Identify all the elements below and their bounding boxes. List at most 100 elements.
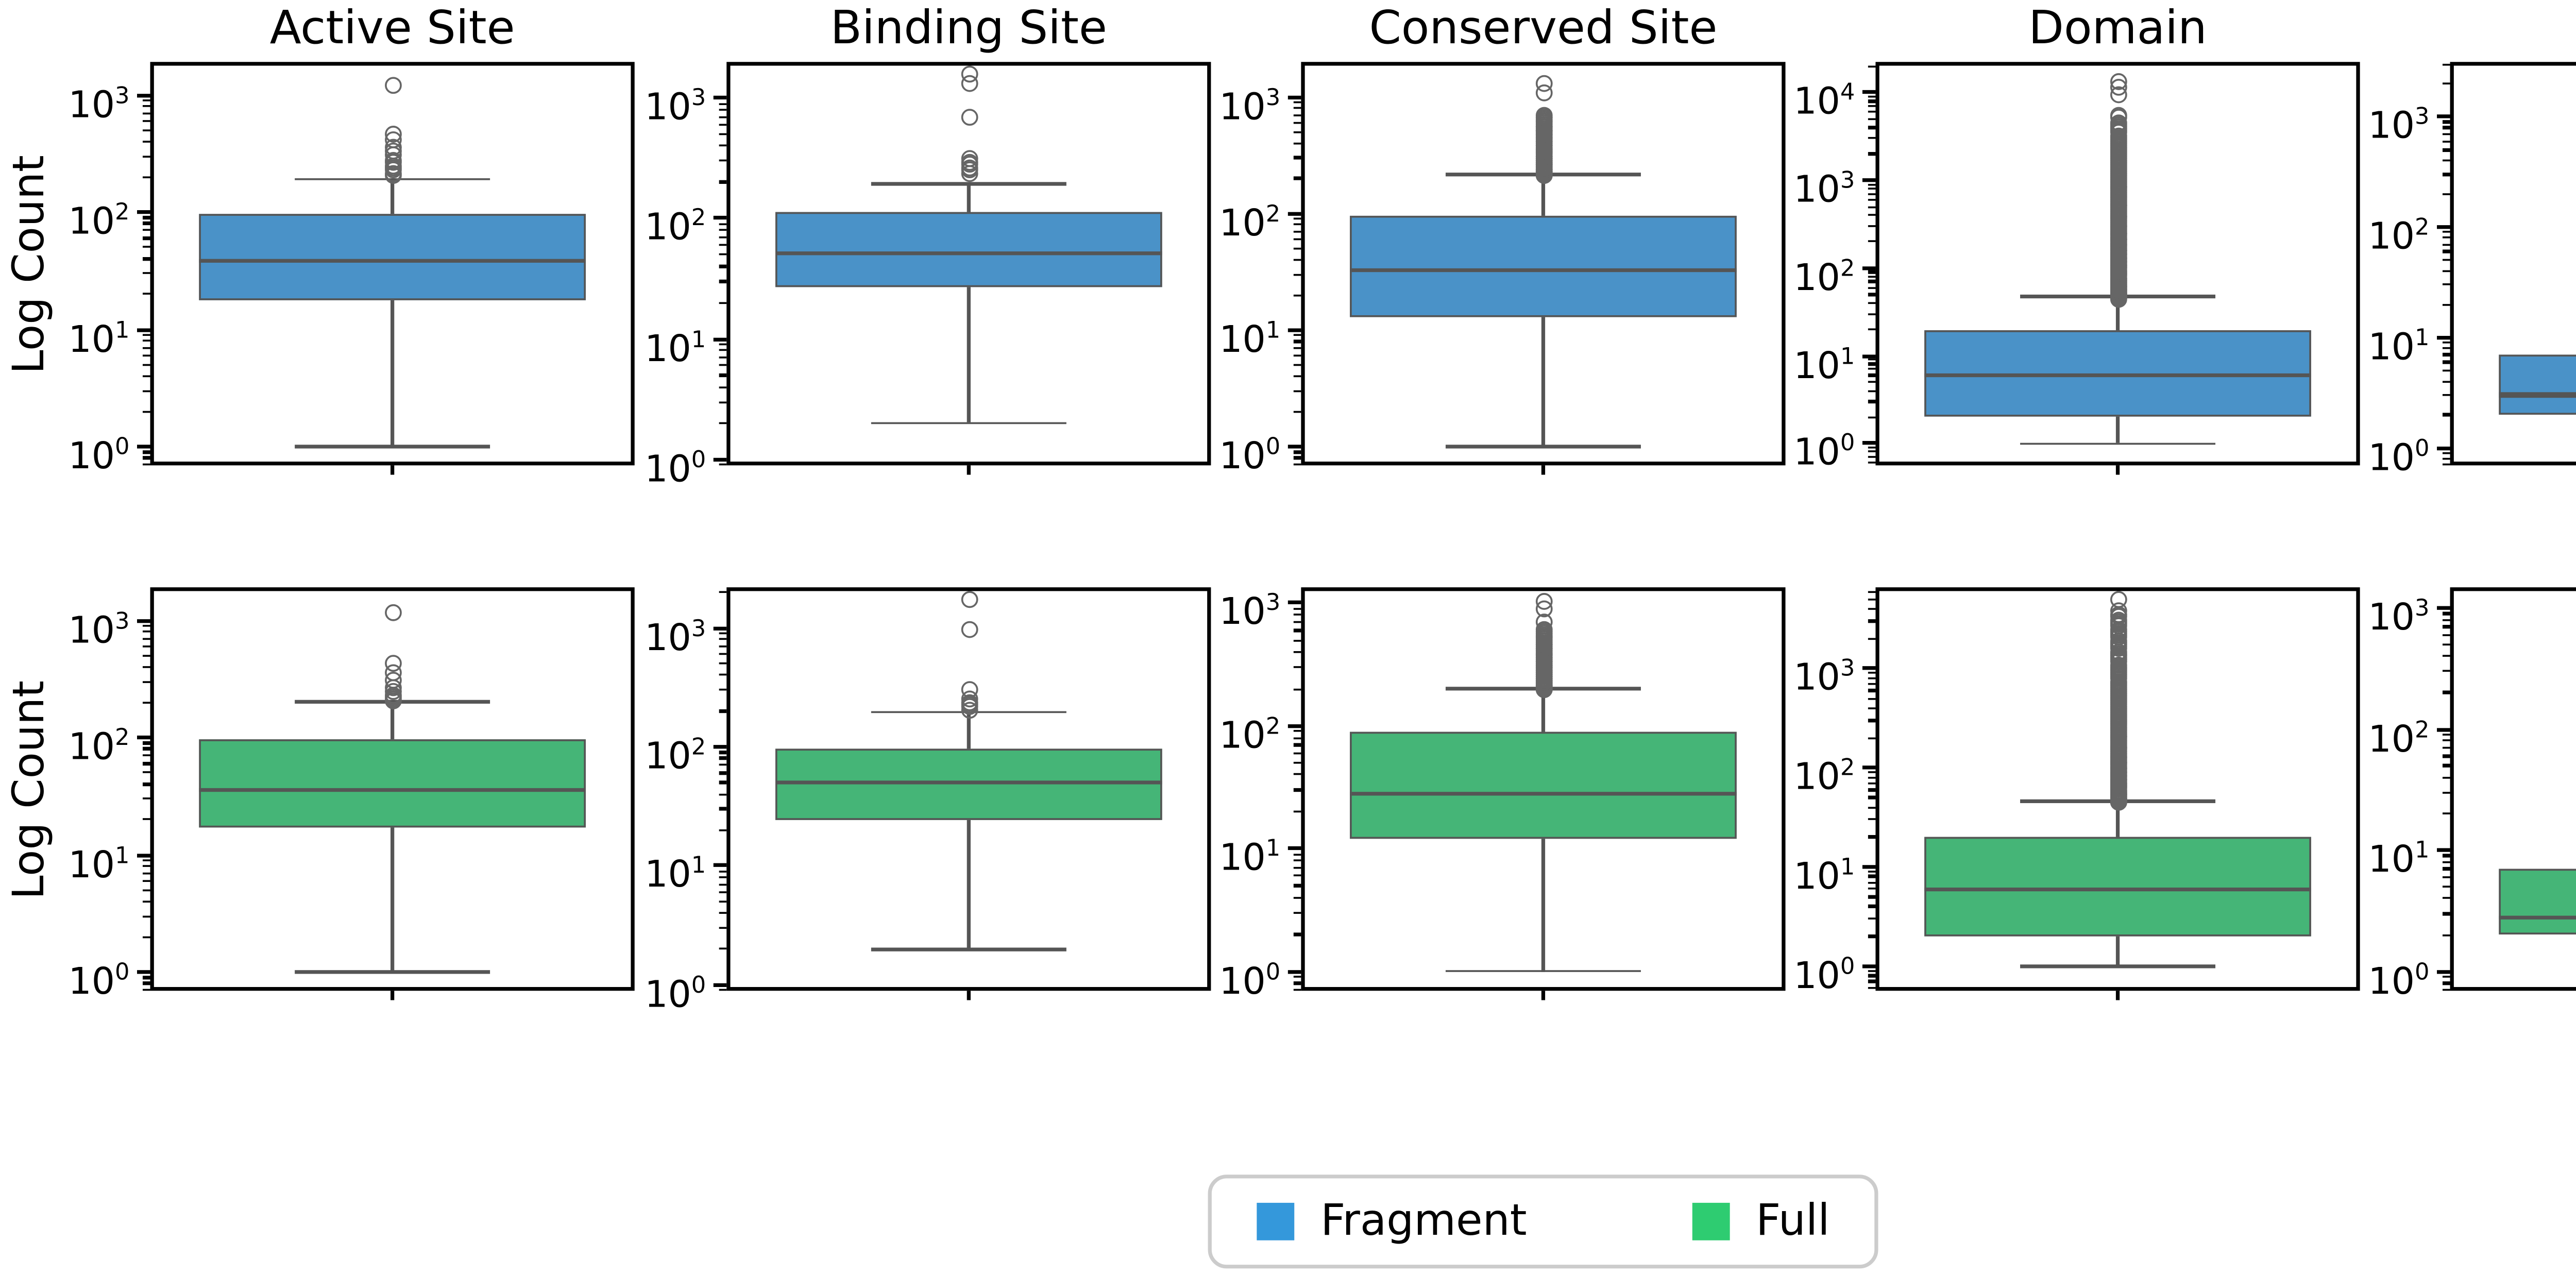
y-minor-tick xyxy=(1293,859,1301,862)
y-minor-tick xyxy=(2442,860,2450,863)
y-minor-tick xyxy=(1293,230,1301,233)
y-minor-tick xyxy=(1868,590,1876,593)
y-minor-tick xyxy=(2442,755,2450,757)
y-minor-tick xyxy=(719,244,727,247)
y-minor-tick xyxy=(2442,982,2450,984)
y-minor-tick xyxy=(1868,373,1876,377)
y-minor-tick xyxy=(1868,986,1876,990)
subplot-title: Motif xyxy=(2450,2,2576,55)
outlier-point xyxy=(1535,75,1552,92)
y-minor-tick xyxy=(142,129,150,131)
y-minor-tick xyxy=(142,333,150,336)
y-minor-tick xyxy=(719,709,727,712)
y-minor-tick xyxy=(1293,866,1301,869)
y-minor-tick xyxy=(1293,113,1301,116)
y-minor-tick xyxy=(2442,691,2450,694)
y-minor-tick xyxy=(142,644,150,648)
y-tick-label: 102 xyxy=(645,734,706,778)
y-minor-tick xyxy=(142,680,150,683)
y-major-tick xyxy=(1862,91,1876,95)
y-minor-tick xyxy=(1293,456,1301,460)
y-minor-tick xyxy=(1868,270,1876,274)
y-minor-tick xyxy=(142,818,150,821)
y-tick-label: 102 xyxy=(1219,712,1281,757)
y-minor-tick xyxy=(1868,888,1876,890)
y-minor-tick xyxy=(142,989,150,992)
y-minor-tick xyxy=(2442,269,2450,273)
y-minor-tick xyxy=(1293,743,1301,746)
y-minor-tick xyxy=(719,385,727,388)
y-minor-tick xyxy=(1868,719,1876,722)
y-minor-tick xyxy=(1293,896,1301,899)
y-minor-tick xyxy=(142,935,150,938)
y-major-tick xyxy=(1287,846,1301,850)
y-minor-tick xyxy=(2442,976,2450,978)
y-tick-label: 102 xyxy=(1793,254,1855,299)
y-tick-label: 103 xyxy=(68,607,130,651)
y-minor-tick xyxy=(142,976,150,979)
y-minor-tick xyxy=(142,637,150,640)
y-minor-tick xyxy=(2442,361,2450,363)
y-minor-tick xyxy=(1868,689,1876,692)
y-major-tick xyxy=(1862,353,1876,358)
y-minor-tick xyxy=(2442,303,2450,306)
y-minor-tick xyxy=(1293,639,1301,642)
y-tick-label: 102 xyxy=(1793,754,1855,799)
x-tick xyxy=(390,465,395,475)
y-minor-tick xyxy=(2442,341,2450,344)
y-major-tick xyxy=(1862,441,1876,446)
y-minor-tick xyxy=(142,879,150,882)
y-minor-tick xyxy=(719,280,727,283)
y-minor-tick xyxy=(2442,380,2450,383)
y-minor-tick xyxy=(1868,183,1876,186)
y-tick-label: 103 xyxy=(1793,167,1855,212)
y-minor-tick xyxy=(1293,107,1301,110)
y-major-tick xyxy=(1287,95,1301,99)
y-minor-tick xyxy=(2442,655,2450,658)
outlier-point xyxy=(384,77,401,94)
y-minor-tick xyxy=(719,793,727,795)
y-minor-tick xyxy=(2442,149,2450,151)
y-minor-tick xyxy=(1293,651,1301,654)
y-minor-tick xyxy=(2442,250,2450,253)
y-tick-label: 101 xyxy=(645,326,706,370)
y-tick-label: 100 xyxy=(645,446,706,490)
x-tick xyxy=(2115,465,2120,475)
y-minor-tick xyxy=(1868,818,1876,821)
y-minor-tick xyxy=(719,900,727,903)
y-tick-label: 100 xyxy=(68,959,130,1003)
whisker-cap-lower xyxy=(872,947,1066,951)
y-minor-tick xyxy=(1868,205,1876,208)
y-minor-tick xyxy=(1293,273,1301,276)
y-minor-tick xyxy=(1868,381,1876,384)
y-minor-tick xyxy=(2442,236,2450,240)
y-minor-tick xyxy=(1868,225,1876,228)
y-tick-label: 103 xyxy=(2368,104,2430,148)
y-minor-tick xyxy=(1293,621,1301,624)
legend-swatch-fragment xyxy=(1257,1202,1295,1240)
subplot-title: Conserved Site xyxy=(1369,0,1718,55)
y-minor-tick xyxy=(1293,761,1301,764)
y-minor-tick xyxy=(142,222,150,225)
y-minor-tick xyxy=(719,400,727,403)
y-minor-tick xyxy=(142,762,150,765)
y-minor-tick xyxy=(1868,105,1876,108)
y-minor-tick xyxy=(142,175,150,178)
y-minor-tick xyxy=(142,982,150,985)
y-minor-tick xyxy=(1293,736,1301,739)
y-minor-tick xyxy=(2442,283,2450,286)
y-minor-tick xyxy=(142,914,150,917)
y-minor-tick xyxy=(142,741,150,744)
median-line xyxy=(775,780,1163,785)
outlier-point xyxy=(960,109,977,126)
median-line xyxy=(1349,791,1737,796)
y-minor-tick xyxy=(2442,612,2450,615)
y-minor-tick xyxy=(142,155,150,158)
y-major-tick xyxy=(137,853,150,857)
y-minor-tick xyxy=(719,870,727,873)
whisker-cap-upper xyxy=(872,182,1066,185)
y-minor-tick xyxy=(1293,121,1301,124)
y-minor-tick xyxy=(719,181,727,184)
y-minor-tick xyxy=(142,257,150,260)
y-tick-label: 102 xyxy=(645,205,706,250)
